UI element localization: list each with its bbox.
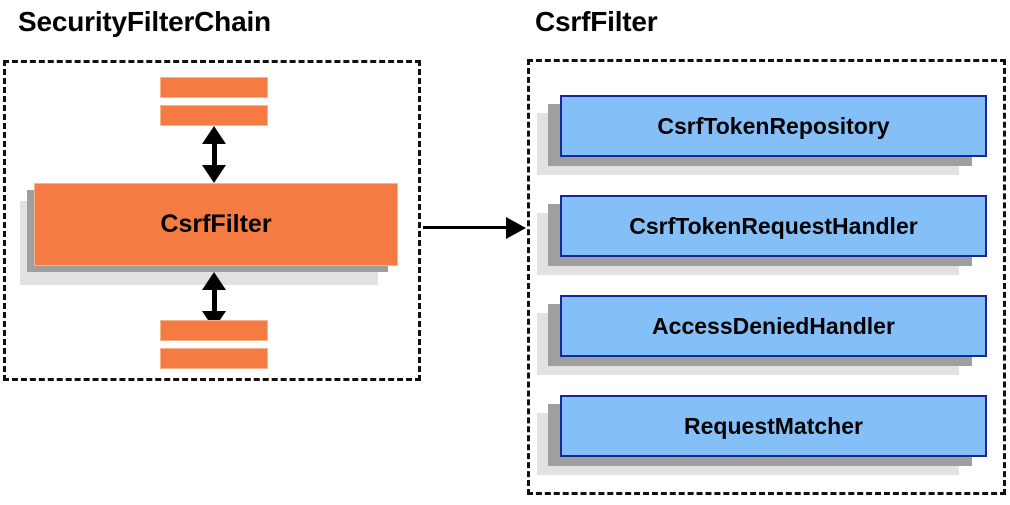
csrf-filter-label: CsrfFilter <box>34 183 398 266</box>
collaborator-1-label: CsrfTokenRequestHandler <box>560 195 987 257</box>
collaborator-3-label: RequestMatcher <box>560 395 987 457</box>
csrf-filter-group <box>527 59 1006 495</box>
filter-stripe-below-2 <box>160 348 268 369</box>
filter-stripe-above-1 <box>160 77 268 98</box>
collaborator-2-label: AccessDeniedHandler <box>560 295 987 357</box>
left-panel-title: SecurityFilterChain <box>18 6 271 37</box>
collaborator-0-label: CsrfTokenRepository <box>560 95 987 157</box>
filter-stripe-above-2 <box>160 105 268 126</box>
security-filter-chain-group <box>3 60 421 381</box>
right-panel-title: CsrfFilter <box>535 6 658 37</box>
filter-stripe-below-1 <box>160 320 268 341</box>
